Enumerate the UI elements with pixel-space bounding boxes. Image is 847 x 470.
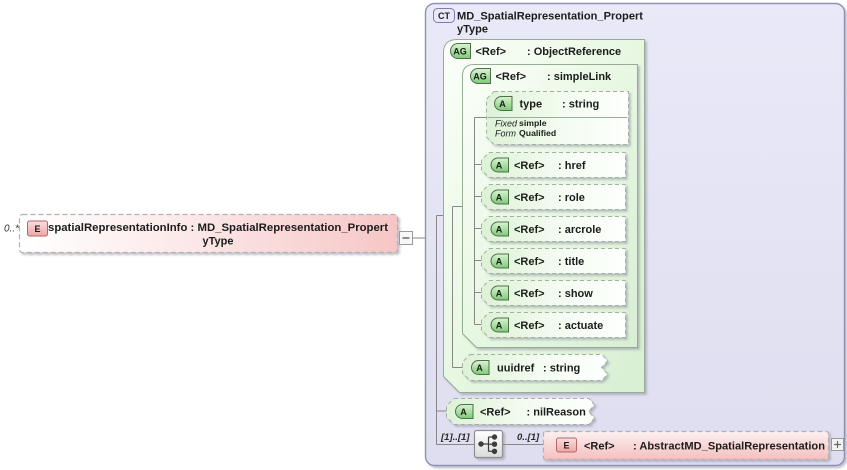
complex-type-badge: [433, 8, 455, 23]
complex-type-title-line1: MD_SpatialRepresentation_Propert: [457, 11, 643, 23]
simplelink-connectors: [474, 117, 487, 325]
attribute-badge: [490, 317, 509, 333]
sequence-icon: [478, 434, 498, 454]
tree-connectors: [436, 215, 475, 445]
attribute-role-box[interactable]: [481, 184, 626, 210]
complex-type-badge-label: CT: [438, 11, 450, 21]
attribute-group-badge: [450, 43, 471, 59]
element-badge-label: E: [34, 224, 40, 234]
uuidref-badge-label: A: [476, 363, 483, 373]
attribute-badge: [490, 157, 509, 173]
fixed-facet-value: simple: [519, 118, 547, 128]
form-facet-label: Form: [495, 129, 517, 139]
plus-icon: [834, 441, 841, 448]
element-cardinality: 0..[1]: [517, 432, 540, 443]
abstract-element-box[interactable]: [542, 430, 830, 461]
attribute-badge: [490, 189, 509, 205]
type-attr-type: : string: [562, 99, 599, 111]
simplelink-name: <Ref>: [496, 71, 527, 83]
type-attr-name: type: [520, 99, 543, 111]
abstract-element-name: <Ref>: [584, 441, 615, 453]
abstract-element-type: : AbstractMD_SpatialRepresentation: [633, 441, 825, 453]
objectreference-name: <Ref>: [476, 46, 507, 58]
simplelink-badge-label: AG: [473, 72, 487, 82]
attribute-href-box[interactable]: [481, 152, 626, 178]
actuate-attr-name: <Ref>: [514, 320, 545, 332]
fixed-facet-label: Fixed: [495, 119, 518, 129]
href-badge-label: A: [496, 161, 503, 171]
attribute-badge: [455, 404, 474, 419]
attribute-group-badge: [470, 68, 491, 84]
attribute-badge: [490, 221, 509, 237]
nilreason-badge-label: A: [460, 407, 467, 417]
element-badge: [556, 437, 577, 453]
show-attr-name: <Ref>: [514, 288, 545, 300]
sequence-cardinality: [1]..[1]: [440, 432, 470, 443]
uuidref-attr-name: uuidref: [497, 363, 535, 375]
attribute-title-box[interactable]: [481, 248, 626, 274]
attribute-show-box[interactable]: [481, 280, 626, 306]
role-attr-type: : role: [558, 192, 585, 204]
source-cardinality: 0..*: [4, 224, 20, 235]
show-badge-label: A: [496, 289, 503, 299]
href-attr-type: : href: [558, 160, 586, 172]
uuidref-attr-type: : string: [543, 363, 580, 375]
show-attr-type: : show: [558, 288, 593, 300]
objectreference-badge-label: AG: [453, 47, 467, 57]
arcrole-attr-type: : arcrole: [558, 224, 601, 236]
complex-type-title-line2: yType: [457, 24, 488, 36]
nilreason-attr-name: <Ref>: [480, 407, 511, 419]
actuate-badge-label: A: [496, 321, 503, 331]
abstract-badge-label: E: [563, 441, 569, 451]
attribute-badge: [471, 360, 490, 375]
attribute-badge: [494, 96, 513, 111]
attribute-nilreason-box[interactable]: [446, 398, 596, 425]
element-badge: [27, 220, 48, 237]
attribute-uuidref-box[interactable]: [462, 354, 609, 381]
source-element-label-line1: spatialRepresentationInfo : MD_SpatialRe…: [48, 222, 388, 234]
simplelink-type: : simpleLink: [547, 71, 612, 83]
type-badge-label: A: [499, 99, 506, 109]
attribute-badge: [490, 253, 509, 269]
title-attr-type: : title: [558, 256, 584, 268]
arcrole-attr-name: <Ref>: [514, 224, 545, 236]
arcrole-badge-label: A: [496, 225, 503, 235]
href-attr-name: <Ref>: [514, 160, 545, 172]
actuate-attr-type: : actuate: [558, 320, 603, 332]
attribute-badge: [490, 285, 509, 301]
attribute-arcrole-box[interactable]: [481, 216, 626, 242]
objectreference-type: : ObjectReference: [527, 46, 621, 58]
source-element-label-line2: yType: [203, 236, 234, 248]
role-badge-label: A: [496, 193, 503, 203]
attribute-actuate-box[interactable]: [481, 312, 626, 338]
role-attr-name: <Ref>: [514, 192, 545, 204]
attribute-type-box[interactable]: [486, 91, 629, 145]
source-element-box[interactable]: [18, 213, 399, 254]
nilreason-attr-type: : nilReason: [527, 407, 587, 419]
objectreference-connectors: [452, 206, 463, 368]
form-facet-value: Qualified: [519, 128, 556, 138]
title-attr-name: <Ref>: [514, 256, 545, 268]
title-badge-label: A: [496, 257, 503, 267]
